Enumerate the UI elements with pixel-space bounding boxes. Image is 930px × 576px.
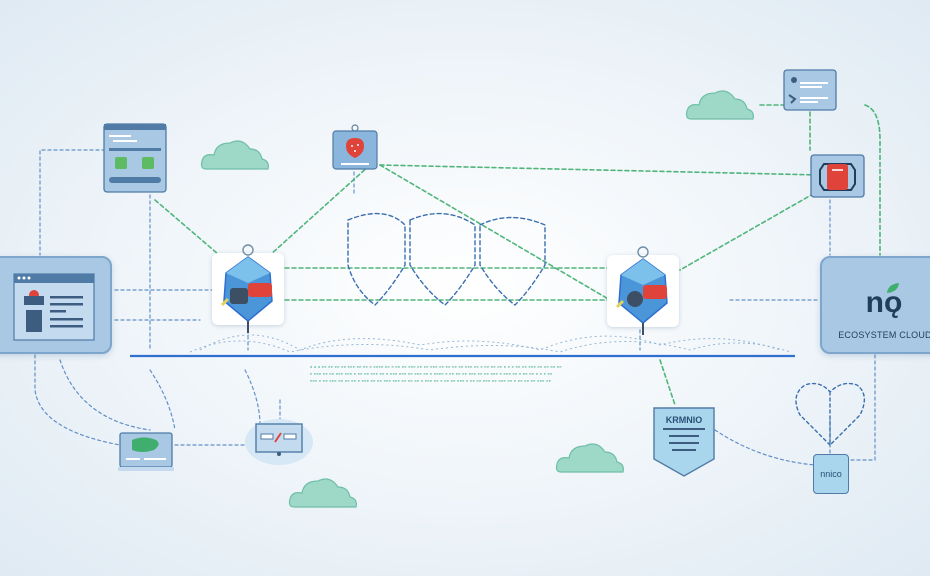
security-shield-lock-icon	[220, 244, 273, 333]
link-left-panel-down	[34, 354, 121, 446]
bus-annotation-line: e eee ee ee eee eee e ee ee eee ee e eee…	[310, 371, 553, 376]
link-badge-hub-right	[679, 189, 821, 271]
link-doc-right	[714, 429, 816, 466]
shield-outline-3	[479, 216, 546, 306]
strawberry-tag-icon	[332, 124, 378, 170]
user-list-icon	[783, 69, 837, 111]
shield-outline-1	[347, 212, 406, 306]
bus-annotation-line: eee e ee eee ee ee ee e eee ee ee eee ee…	[310, 378, 552, 383]
document-label: KRMNIO	[665, 415, 703, 425]
link-card-right	[864, 104, 881, 256]
document-shield-icon	[653, 407, 715, 477]
link-left-panel-top	[39, 149, 106, 256]
bus-annotation-line: a a a ee ee ee ee eee ee ee e eeee ee e …	[310, 364, 562, 369]
security-hub-left[interactable]	[212, 244, 284, 333]
link-bus-switch	[244, 369, 261, 426]
laptop-map-icon	[118, 432, 174, 471]
cloud-icon	[555, 443, 624, 473]
brand-logo: nǫ	[865, 286, 903, 319]
profile-window-icon	[13, 273, 95, 341]
tablet-app-icon	[103, 123, 167, 193]
logo-panel[interactable]: nǫ ECOSYSTEM CLOUD	[820, 256, 930, 354]
security-shield-lock-icon	[615, 246, 668, 335]
link-bus-left	[149, 369, 176, 431]
security-hub-right[interactable]	[607, 246, 679, 335]
link-tag-hub-right	[379, 164, 611, 301]
brand-caption: ECOSYSTEM CLOUD	[838, 330, 930, 340]
document-node[interactable]: KRMNIO	[653, 407, 715, 477]
shield-outline-2	[409, 212, 476, 306]
profile-panel[interactable]	[0, 256, 112, 354]
heart-outline-icon	[795, 382, 865, 446]
user-list-card[interactable]	[783, 69, 837, 111]
red-badge-icon	[810, 154, 865, 198]
network-switch[interactable]	[244, 418, 314, 466]
cloud-icon	[200, 140, 269, 170]
wave-particles	[189, 334, 791, 353]
link-doc-up	[659, 359, 676, 406]
link-lower-left-diag	[59, 359, 151, 431]
red-badge-card[interactable]	[810, 154, 865, 198]
link-right-drop	[849, 354, 876, 461]
link-tag-hub	[269, 164, 371, 256]
small-box-label: nnico	[820, 469, 842, 479]
small-box-node[interactable]: nnico	[813, 454, 849, 494]
cloud-icon	[685, 90, 754, 120]
link-top-span	[379, 164, 821, 176]
laptop-device[interactable]	[118, 432, 174, 474]
tablet-device[interactable]	[103, 123, 167, 193]
network-switch-icon	[245, 419, 313, 465]
strawberry-tag[interactable]	[332, 124, 378, 172]
leaf-icon	[887, 283, 899, 293]
cloud-icon	[288, 478, 357, 508]
link-device-hub	[154, 199, 226, 261]
